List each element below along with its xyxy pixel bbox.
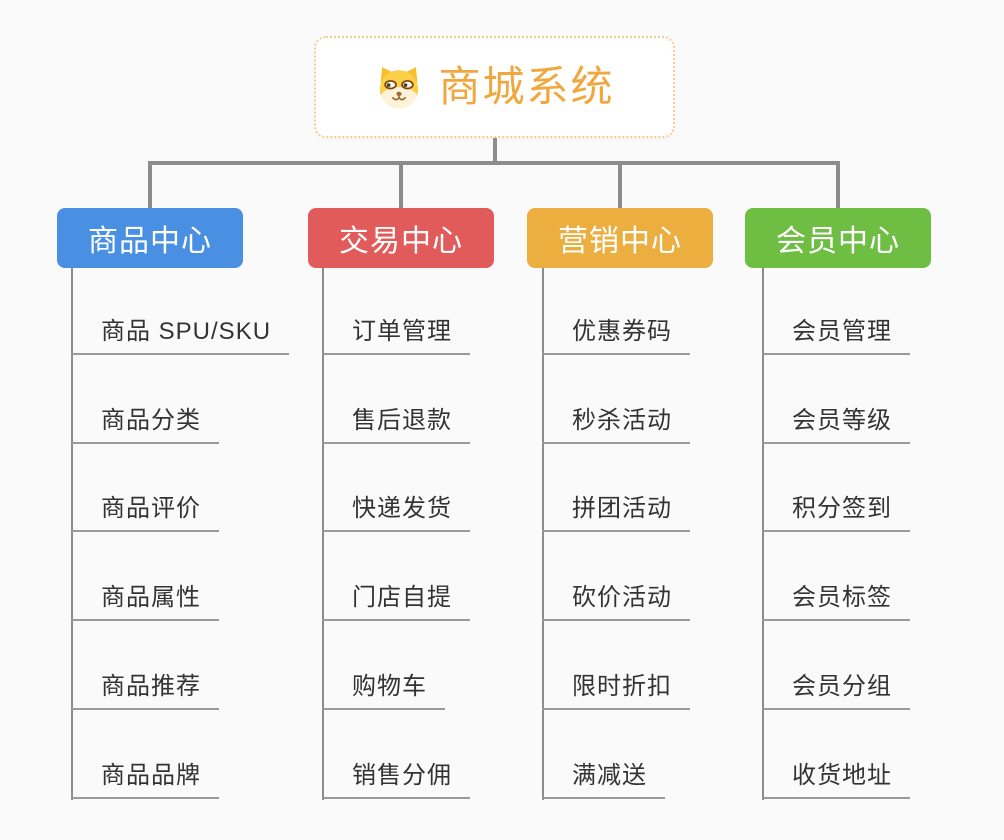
leaf-node[interactable]: 会员分组: [762, 670, 910, 710]
leaf-node[interactable]: 会员等级: [762, 404, 910, 444]
branch-node-trade-center[interactable]: 交易中心: [308, 208, 494, 268]
leaf-node[interactable]: 积分签到: [762, 492, 910, 532]
leaf-node[interactable]: 砍价活动: [542, 581, 690, 621]
leaf-node[interactable]: 商品评价: [71, 492, 219, 532]
root-node[interactable]: 商城系统: [314, 36, 675, 138]
leaf-node[interactable]: 商品 SPU/SKU: [71, 315, 290, 355]
branch-node-member-center[interactable]: 会员中心: [745, 208, 931, 268]
leaf-node[interactable]: 商品品牌: [71, 759, 219, 799]
branch-drop-connector: [399, 161, 403, 209]
column-spine-connector: [71, 268, 73, 800]
leaf-node[interactable]: 商品属性: [71, 581, 219, 621]
leaf-node[interactable]: 购物车: [322, 670, 445, 710]
column-spine-connector: [762, 268, 764, 800]
leaf-node[interactable]: 优惠券码: [542, 315, 690, 355]
leaf-node[interactable]: 商品推荐: [71, 670, 219, 710]
branch-bus-connector: [148, 161, 840, 165]
branch-node-marketing-center[interactable]: 营销中心: [527, 208, 713, 268]
leaf-node[interactable]: 售后退款: [322, 404, 470, 444]
leaf-node[interactable]: 订单管理: [322, 315, 470, 355]
dog-face-icon: [380, 67, 419, 109]
leaf-node[interactable]: 销售分佣: [322, 759, 470, 799]
branch-drop-connector: [618, 161, 622, 209]
leaf-node[interactable]: 门店自提: [322, 581, 470, 621]
branch-drop-connector: [836, 161, 840, 209]
leaf-node[interactable]: 快递发货: [322, 492, 470, 532]
leaf-node[interactable]: 会员管理: [762, 315, 910, 355]
column-spine-connector: [542, 268, 544, 800]
root-stem-connector: [493, 138, 497, 164]
leaf-node[interactable]: 会员标签: [762, 581, 910, 621]
leaf-node[interactable]: 拼团活动: [542, 492, 690, 532]
branch-drop-connector: [148, 161, 152, 209]
column-spine-connector: [322, 268, 324, 800]
leaf-node[interactable]: 收货地址: [762, 759, 910, 799]
leaf-node[interactable]: 限时折扣: [542, 670, 690, 710]
leaf-node[interactable]: 商品分类: [71, 404, 219, 444]
root-title: 商城系统: [438, 63, 615, 110]
branch-node-product-center[interactable]: 商品中心: [57, 208, 243, 268]
leaf-node[interactable]: 秒杀活动: [542, 404, 690, 444]
leaf-node[interactable]: 满减送: [542, 759, 665, 799]
